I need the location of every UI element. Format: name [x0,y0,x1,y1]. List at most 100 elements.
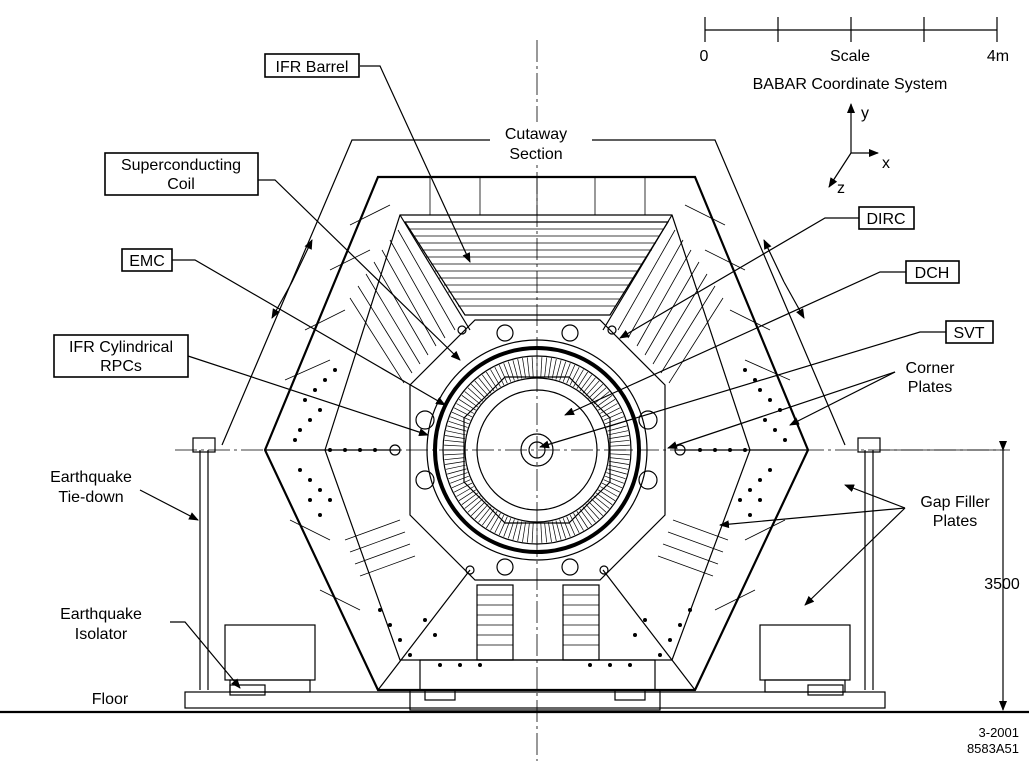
emc-crystal [453,482,473,493]
ifr-cylindrical-text-2: RPCs [100,358,142,375]
axis-y-label: y [861,105,869,122]
detector-core [389,319,686,581]
svt-text: SVT [953,325,984,342]
emc-crystal [490,513,501,531]
ifr-side-stripes [344,229,729,577]
emc-crystal [609,439,630,443]
emc-crystal [456,403,474,414]
emc-crystal [498,516,508,536]
tiedown-text-2: Tie-down [58,489,123,506]
superconducting-text-1: Superconducting [121,157,241,174]
emc-crystal [588,501,604,517]
emc-crystal [540,357,543,378]
emc-crystal [490,369,501,387]
emc-crystal [464,391,481,405]
dch-text: DCH [915,265,950,282]
emc-crystal [562,363,571,382]
emc-crystal [444,444,465,447]
emc-crystal [461,492,479,505]
emc-crystal [582,377,596,394]
emc-crystal [461,395,479,408]
emc-crystal [447,425,467,432]
emc-crystal [456,486,474,497]
emc-crystal [531,357,534,378]
emc-crystal [569,514,580,534]
emc-crystal [544,357,548,378]
axis-z-label: z [837,180,845,197]
emc-crystal [585,380,600,397]
label-cutaway-section: Cutaway Section [271,122,805,319]
emc-crystal [601,482,621,493]
emc-crystal [579,374,592,392]
scale-bar: 0 Scale 4m BABAR Coordinate System [700,17,1009,93]
height-dimension: 3500 [880,441,1020,711]
dirc-text: DIRC [866,211,905,228]
emc-crystal [555,360,562,380]
emc-crystal [444,453,465,456]
emc-crystal [609,435,629,439]
emc-crystal [603,411,623,421]
gap-filler-text-2: Plates [933,513,977,530]
emc-crystal [444,439,465,443]
emc-crystal [467,387,484,402]
emc-crystal [609,453,630,456]
label-ifr-cylindrical-rpcs: IFR Cylindrical RPCs [53,334,429,436]
emc-crystal [464,495,481,509]
emc-crystal [444,457,465,461]
emc-crystal [595,395,613,408]
emc-crystal [478,506,492,523]
emc-crystal [512,520,519,540]
emc-crystal [494,366,505,386]
emc-crystal [450,416,469,425]
emc-crystal [526,522,530,543]
superconducting-text-2: Coil [167,176,195,193]
emc-crystal [607,468,627,475]
emc-crystal [470,383,486,399]
label-earthquake-tiedown: Earthquake Tie-down [50,469,199,521]
label-corner-plates: Corner Plates [667,360,955,449]
emc-crystal [494,514,505,534]
emc-crystal [517,358,523,379]
emc-crystal [450,475,469,484]
gap-filler-text-1: Gap Filler [920,494,990,511]
emc-crystal [540,522,543,543]
drawing-id: 8583A51 [967,741,1019,756]
emc-crystal [503,363,512,382]
emc-crystal [590,498,607,513]
support-base [0,437,1029,714]
emc-crystal [531,522,534,543]
emc-crystal [573,369,584,387]
emc-crystal [585,503,600,520]
floor-label: Floor [92,691,129,708]
emc-crystal [467,498,484,513]
label-superconducting-coil: Superconducting Coil [104,152,461,361]
emc-crystal [607,425,627,432]
emc-crystal [590,387,607,402]
emc-crystal [526,357,530,378]
emc-crystal [548,358,552,378]
scale-label: Scale [830,48,870,65]
dimension-3500-label: 3500 [984,576,1020,593]
emc-crystal [503,518,512,537]
emc-crystal [451,411,471,421]
emc-text: EMC [129,253,165,270]
corner-plates-text-2: Plates [908,379,952,396]
emc-crystal [573,513,584,531]
emc-crystal [569,366,580,386]
scale-tick-0: 0 [700,48,709,65]
emc-crystal [595,492,613,505]
emc-crystal [566,516,576,536]
emc-crystal [482,374,495,392]
emc-crystal [482,508,495,526]
emc-crystal [593,495,610,509]
emc-crystal [451,479,471,489]
emc-crystal [582,506,596,523]
emc-crystal [609,461,629,465]
emc-crystal [512,360,519,380]
emc-crystal [601,407,621,418]
emc-crystal [555,520,562,540]
coordinate-system-title: BABAR Coordinate System [753,76,948,93]
emc-crystal [600,403,618,414]
scale-tick-4m: 4m [987,48,1009,65]
